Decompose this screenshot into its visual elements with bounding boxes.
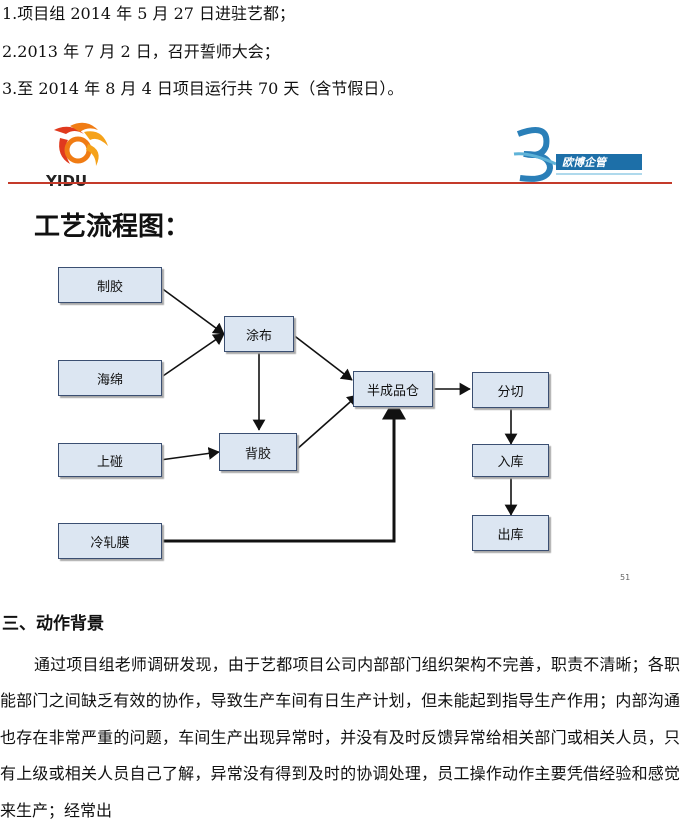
node-stock-in: 入库 <box>472 444 549 477</box>
node-semi-finished-store: 半成品仓 <box>353 371 433 407</box>
intro-line-3: 3.至 2014 年 8 月 4 日项目运行共 70 天（含节假日）。 <box>2 79 404 98</box>
yidu-logo: YIDU <box>45 122 108 190</box>
node-coating: 涂布 <box>224 316 294 352</box>
arrow-sponge-to-coat <box>159 333 225 379</box>
intro-line-2: 2.2013 年 7 月 2 日，召开誓师大会； <box>2 42 280 61</box>
arrow-glue-to-coat <box>159 286 225 335</box>
intro-line-1: 1.项目组 2014 年 5 月 27 日进驻艺都； <box>2 4 296 23</box>
header-rule <box>8 182 672 184</box>
svg-text:欧博企管: 欧博企管 <box>562 156 608 169</box>
oubo-logo: 欧博企管 <box>513 127 642 182</box>
node-glue-making: 制胶 <box>58 267 162 303</box>
section-heading: 三、动作背景 <box>2 614 104 634</box>
node-cold-film: 冷轧膜 <box>58 523 162 559</box>
arrow-film-to-semi <box>160 398 406 543</box>
slide-title: 工艺流程图： <box>34 212 191 242</box>
node-top-touch: 上碰 <box>58 443 162 477</box>
process-flow-slide: YIDU 欧博企管 工艺流程图： 制胶 海绵 上碰 冷轧 <box>0 112 686 592</box>
node-sponge: 海绵 <box>58 360 162 396</box>
flow-arrows <box>159 286 518 543</box>
slide-page-number: 51 <box>620 573 631 582</box>
node-back-glue: 背胶 <box>219 433 297 471</box>
arrow-back-to-semi <box>295 394 359 451</box>
section-paragraph: 通过项目组老师调研发现，由于艺都项目公司内部部门组织架构不完善，职责不清晰；各职… <box>0 655 680 820</box>
svg-text:YIDU: YIDU <box>45 172 87 190</box>
node-stock-out: 出库 <box>472 515 549 551</box>
node-cutting: 分切 <box>472 372 549 408</box>
arrow-top-to-back <box>159 447 220 461</box>
arrow-coat-to-semi <box>291 333 353 381</box>
